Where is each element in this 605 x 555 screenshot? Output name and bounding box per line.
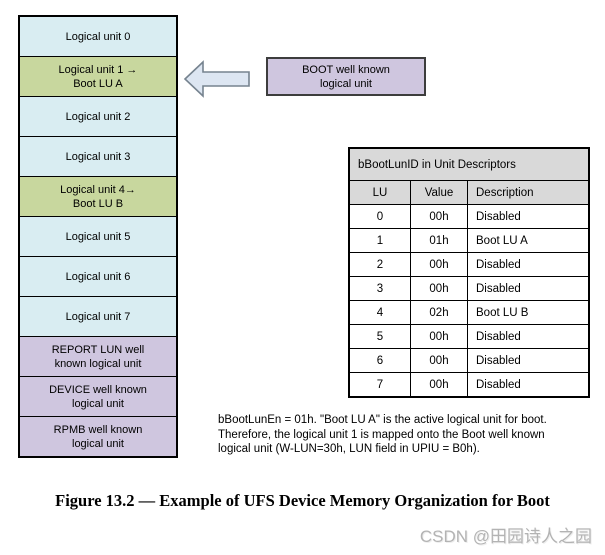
note-line-2: Therefore, the logical unit 1 is mapped … (218, 428, 545, 441)
cell-rpmb-wklu: RPMB well known logical unit (20, 417, 176, 456)
cell-report-lun-wklu: REPORT LUN well known logical unit (20, 337, 176, 377)
note-line-3: logical unit (W-LUN=30h, LUN field in UP… (218, 443, 480, 455)
table-row: 7 00h Disabled (348, 372, 590, 398)
table-title-row: bBootLunID in Unit Descriptors (348, 147, 590, 181)
cell-device-wklu: DEVICE well known logical unit (20, 377, 176, 417)
cell-logical-unit-5: Logical unit 5 (20, 217, 176, 257)
note-line-1: bBootLunEn = 01h. "Boot LU A" is the act… (218, 414, 547, 426)
cell-logical-unit-0: Logical unit 0 (20, 17, 176, 57)
bbootlunid-table: bBootLunID in Unit Descriptors LU Value … (348, 147, 590, 398)
table-row: 3 00h Disabled (348, 276, 590, 301)
table-title: bBootLunID in Unit Descriptors (348, 147, 590, 181)
col-header-lu: LU (348, 180, 411, 205)
table-row: 0 00h Disabled (348, 204, 590, 229)
logical-unit-stack: Logical unit 0 Logical unit 1 → Boot LU … (18, 15, 178, 458)
cell-logical-unit-4-boot-lu-b: Logical unit 4→ Boot LU B (20, 177, 176, 217)
cell-logical-unit-2: Logical unit 2 (20, 97, 176, 137)
table-row: 1 01h Boot LU A (348, 228, 590, 253)
table-row: 6 00h Disabled (348, 348, 590, 373)
left-block-arrow-icon (183, 60, 250, 98)
cell-logical-unit-6: Logical unit 6 (20, 257, 176, 297)
table-row: 4 02h Boot LU B (348, 300, 590, 325)
figure-caption: Figure 13.2 — Example of UFS Device Memo… (55, 491, 550, 510)
col-header-description: Description (467, 180, 590, 205)
note-text: bBootLunEn = 01h. "Boot LU A" is the act… (218, 413, 547, 457)
col-header-value: Value (410, 180, 468, 205)
table-header-row: LU Value Description (348, 180, 590, 205)
cell-logical-unit-1-boot-lu-a: Logical unit 1 → Boot LU A (20, 57, 176, 97)
cell-logical-unit-3: Logical unit 3 (20, 137, 176, 177)
cell-logical-unit-7: Logical unit 7 (20, 297, 176, 337)
watermark: CSDN @田园诗人之园 (419, 527, 592, 546)
table-row: 5 00h Disabled (348, 324, 590, 349)
boot-well-known-lu-box: BOOT well known logical unit (266, 57, 426, 96)
table-row: 2 00h Disabled (348, 252, 590, 277)
